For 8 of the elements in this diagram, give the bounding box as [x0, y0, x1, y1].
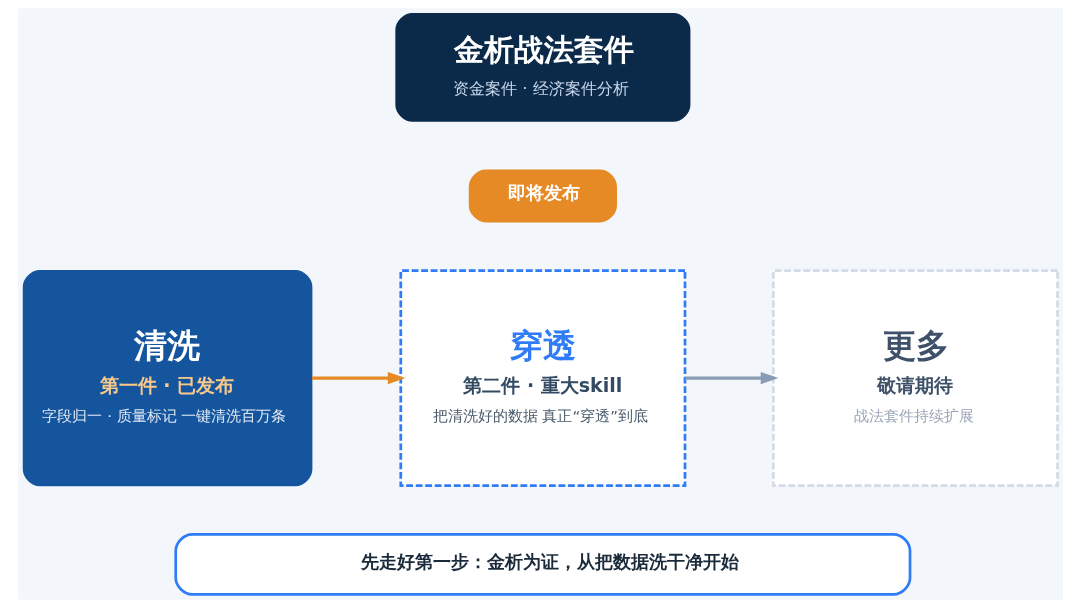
node-box: 即将发布	[468, 169, 617, 223]
node-box: 金析战法套件 资金案件 · 经济案件分析	[394, 13, 690, 122]
node-box: 清洗 第一件 · 已发布 字段归一 · 质量标记 一键清洗百万条	[22, 270, 312, 487]
arrow	[311, 371, 405, 385]
node-box: 更多 敬请期待 战法套件持续扩展	[771, 269, 1059, 487]
node-box: 先走好第一步：金析为证，从把数据洗干净开始	[173, 533, 911, 596]
arrow	[684, 371, 778, 385]
node-box: 穿透 第二件 · 重大skill 把清洗好的数据 真正“穿透”到底	[398, 269, 686, 487]
